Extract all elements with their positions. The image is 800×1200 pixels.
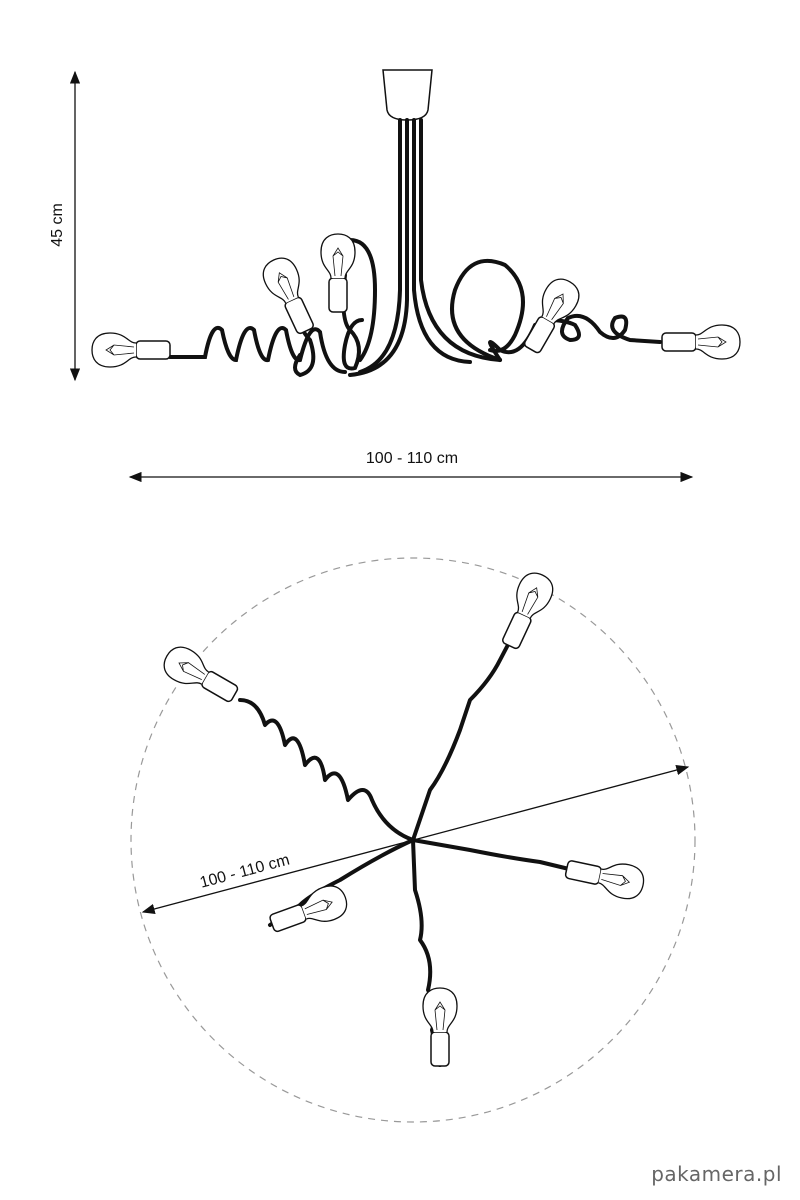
bulb-icon (422, 987, 458, 1067)
top-view: 100 - 110 cm (130, 557, 696, 1123)
watermark-logo: pakamera.pl (651, 1162, 782, 1186)
bulb-icon (257, 252, 323, 339)
height-label: 45 cm (49, 203, 66, 247)
width-label: 100 - 110 cm (366, 450, 458, 467)
side-view: 45 cm 100 - 110 cm (49, 69, 741, 483)
bulb-icon (320, 233, 356, 313)
cables (168, 118, 662, 378)
bulb-icon (157, 640, 244, 711)
bulb-icon (265, 880, 352, 941)
span-circle (130, 557, 696, 1123)
bulb-icon (493, 567, 559, 654)
diameter-label: 100 - 110 cm (198, 852, 291, 892)
bulb-icon (562, 851, 648, 903)
arms (238, 616, 600, 1067)
bulb-icon (91, 332, 171, 368)
bulb-icon (661, 324, 741, 360)
ceiling-canopy (382, 69, 433, 121)
